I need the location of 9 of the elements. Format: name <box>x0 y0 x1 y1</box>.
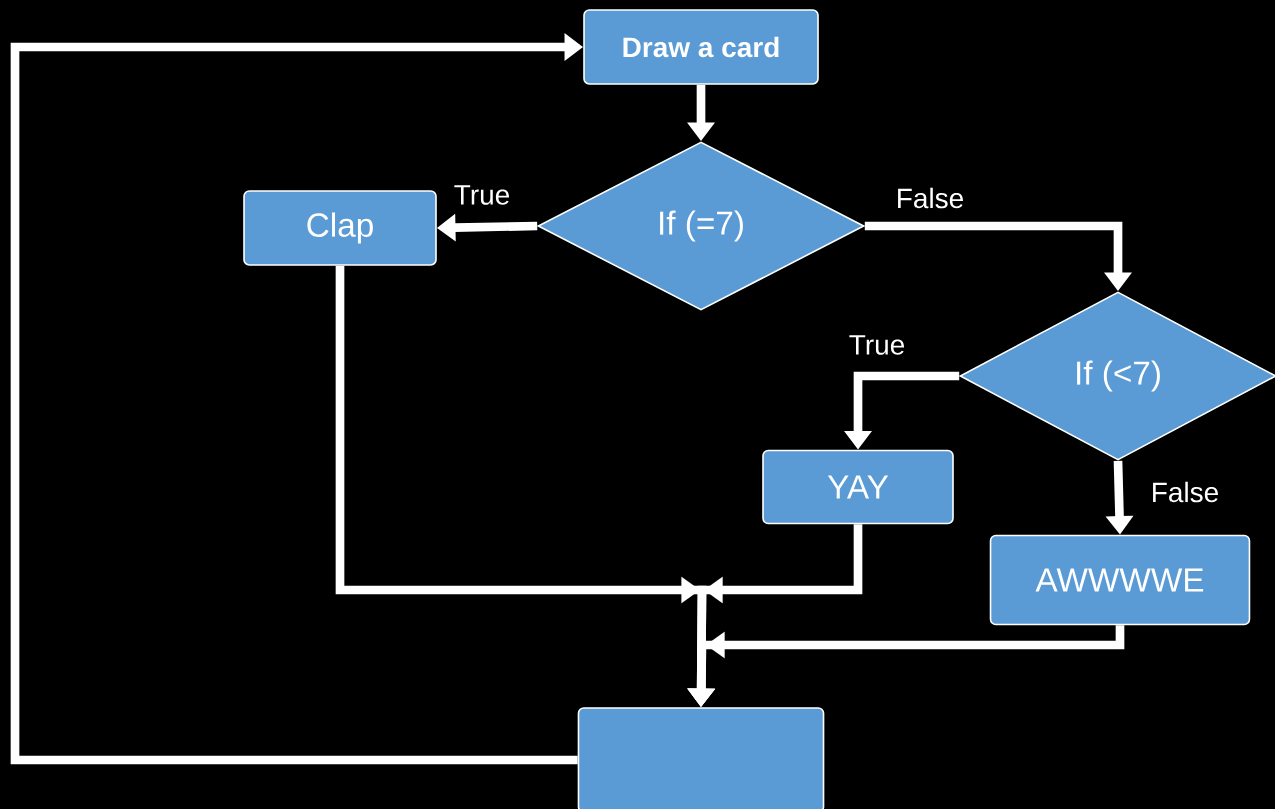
edge-label: True <box>849 335 905 355</box>
process-box: Clap <box>243 190 437 266</box>
process-box <box>577 707 825 809</box>
process-box: Draw a card <box>583 9 819 85</box>
edge-label: True <box>454 185 510 205</box>
edge-label: False <box>1153 481 1218 503</box>
process-box: AWWWWE <box>989 534 1251 626</box>
process-box: YAY <box>762 449 954 525</box>
edge-label: False <box>898 187 963 209</box>
